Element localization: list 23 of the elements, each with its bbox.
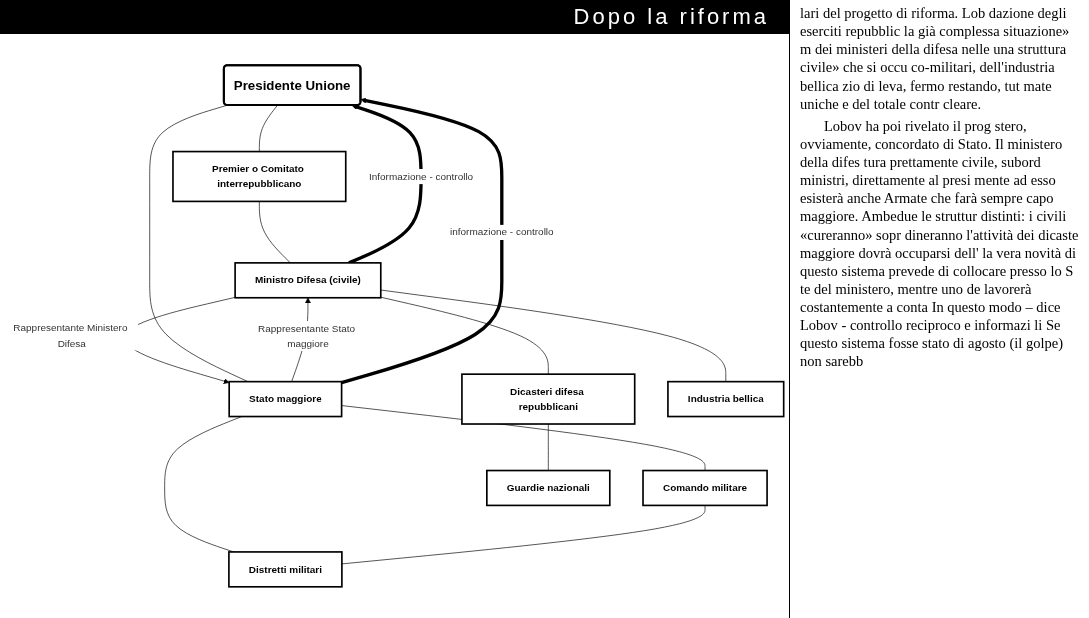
node-box: Guardie nazionali — [486, 469, 611, 507]
node-box: Distretti militari — [228, 551, 343, 588]
edge-label: Informazione - controllo — [369, 170, 474, 182]
node-box: Dicasteri difesa repubblicani — [461, 373, 636, 425]
connector — [380, 296, 549, 375]
connector — [341, 505, 706, 565]
edge-label: Rappresentante Ministero Difesa — [13, 321, 128, 349]
edge-label: informazione - controllo — [450, 225, 554, 238]
connector — [548, 423, 549, 471]
connector — [259, 201, 291, 264]
header-title: Dopo la riforma — [0, 0, 789, 34]
node-box: Premier o Comitato interrepubblicano — [172, 150, 347, 203]
connector — [164, 416, 242, 553]
connector — [380, 289, 727, 382]
node-box: Comando militare — [642, 469, 768, 507]
article-paragraph: lari del progetto di riforma. Lob dazione degli eserciti repubblic la già complessa situazione» m dei ministeri della difesa nelle una struttura civile» che si occu co-militari, dell'industria bellica zio di leva, fermo restando, tut mate uniche e del totale contr cleare. — [800, 4, 1071, 113]
article-paragraph: Lobov ha poi rivelato il prog stero, ovviamente, concordato di Stato. Il ministero della difes tura prettamente civile, subord ministri, direttamente al presi mente ad esso esisterà anche Armate che farà sempre capo maggiore. Ambedue le struttur distinti: i civili «cureranno» sopr dineranno l'attività dei dicaste maggiore dovrà occuparsi dell' la vera novità di questo sistema prevede di collocare presso lo S te del ministero, mentre uno de lavorerà costantemente a conta In questo modo – dice Lobov - controllo reciproco e informazi li Se questo sistema fosse stato di agosto (il golpe) non sarebb — [800, 116, 1079, 371]
node-box: Stato maggiore — [228, 380, 343, 418]
arrow — [341, 97, 504, 385]
edge-label: Rappresentante Stato maggiore — [258, 322, 356, 349]
node-box: Ministro Difesa (civile) — [234, 262, 382, 299]
node-box: Industria bellica — [667, 380, 785, 418]
connector — [259, 105, 278, 152]
